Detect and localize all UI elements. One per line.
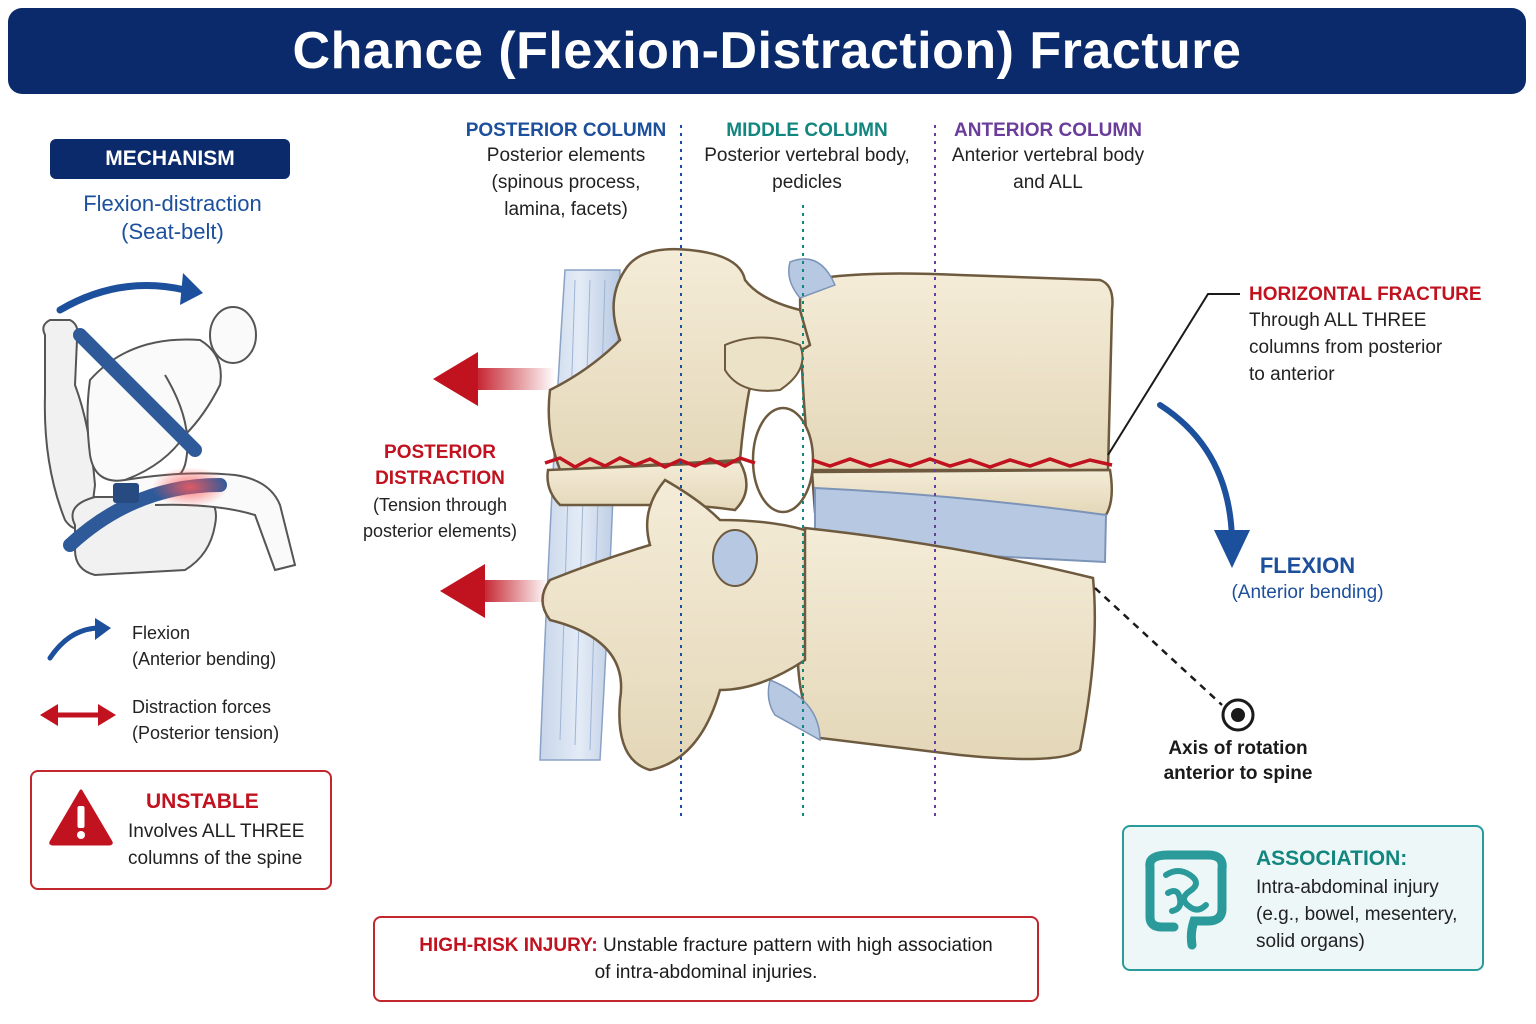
anterior-column-l1: Anterior vertebral body (951, 145, 1145, 166)
distraction-arrow-icon (40, 704, 116, 726)
high-risk-callout: HIGH-RISK INJURY: Unstable fracture patt… (373, 916, 1039, 1002)
posterior-column-l3: lamina, facets) (504, 199, 628, 220)
horizontal-fracture-label: HORIZONTAL FRACTURE Through ALL THREE co… (1249, 283, 1482, 388)
axis-l1: Axis of rotation (1168, 738, 1308, 759)
posterior-column-l1: Posterior elements (486, 145, 646, 166)
posterior-distraction-arrow-upper (433, 352, 555, 406)
posterior-distraction-arrow-lower (440, 564, 548, 618)
anterior-column-head: ANTERIOR COLUMN (954, 120, 1142, 141)
posterior-column-block: POSTERIOR COLUMN Posterior elements (spi… (450, 120, 682, 223)
association-l1: Intra-abdominal injury (1256, 877, 1439, 898)
middle-column-l2: pedicles (772, 172, 842, 193)
legend-distraction-line1: Distraction forces (132, 697, 272, 717)
horizontal-fracture-l1: Through ALL THREE (1249, 310, 1427, 331)
intestine-icon (1145, 850, 1227, 950)
right-annotations (1094, 293, 1255, 732)
mechanism-header-label: MECHANISM (105, 147, 235, 170)
unstable-line1: Involves ALL THREE (128, 821, 305, 842)
posterior-distraction-head1: POSTERIOR (384, 442, 496, 463)
flexion-head: FLEXION (1259, 553, 1356, 578)
flexion-label: FLEXION (Anterior bending) (1215, 552, 1400, 606)
anterior-column-block: ANTERIOR COLUMN Anterior vertebral body … (940, 120, 1156, 196)
high-risk-text1: Unstable fracture pattern with high asso… (602, 935, 993, 956)
horizontal-fracture-l2: columns from posterior (1249, 337, 1443, 358)
mechanism-type-line2: (Seat-belt) (121, 219, 224, 244)
association-head: ASSOCIATION: (1256, 847, 1408, 870)
middle-column-head: MIDDLE COLUMN (726, 120, 888, 141)
flexion-sub: (Anterior bending) (1231, 582, 1384, 603)
horizontal-fracture-head: HORIZONTAL FRACTURE (1249, 284, 1482, 305)
posterior-column-head: POSTERIOR COLUMN (465, 120, 667, 141)
legend-flexion-line1: Flexion (132, 623, 191, 643)
title-bar: Chance (Flexion-Distraction) Fracture (8, 8, 1526, 94)
horizontal-fracture-l3: to anterior (1249, 364, 1335, 385)
page-title: Chance (Flexion-Distraction) Fracture (292, 22, 1242, 80)
mechanism-header: MECHANISM (50, 139, 290, 179)
association-callout: ASSOCIATION: Intra-abdominal injury (e.g… (1122, 825, 1484, 971)
legend-flexion-arrow-icon (47, 618, 111, 661)
unstable-desc: Involves ALL THREE columns of the spine (128, 818, 304, 872)
mechanism-type: Flexion-distraction (Seat-belt) (40, 190, 305, 246)
flexion-arrow-icon (56, 282, 189, 314)
posterior-distraction-head2: DISTRACTION (375, 468, 505, 489)
posterior-distraction-l1: (Tension through (372, 495, 508, 515)
axis-l2: anterior to spine (1163, 763, 1313, 784)
flexion-curve-arrow-icon (1157, 402, 1235, 543)
unstable-title: UNSTABLE (146, 790, 259, 813)
mechanism-type-line1: Flexion-distraction (83, 191, 262, 216)
seatbelt-figure-illustration (42, 273, 297, 577)
association-desc: Intra-abdominal injury (e.g., bowel, mes… (1256, 874, 1457, 955)
association-l2: (e.g., bowel, mesentery, (1256, 904, 1458, 925)
anterior-column-l2: and ALL (1013, 172, 1083, 193)
association-l3: solid organs) (1256, 931, 1365, 952)
legend-flexion-text: Flexion (Anterior bending) (132, 620, 276, 672)
posterior-column-l2: (spinous process, (491, 172, 641, 193)
warning-icon (49, 789, 113, 846)
unstable-line2: columns of the spine (128, 848, 303, 869)
legend-distraction-text: Distraction forces (Posterior tension) (132, 694, 279, 746)
legend-flexion-line2: (Anterior bending) (132, 649, 277, 669)
vertebra-illustration (433, 125, 1114, 820)
posterior-distraction-l2: posterior elements) (362, 521, 518, 541)
axis-target-icon (1221, 698, 1255, 732)
high-risk-label: HIGH-RISK INJURY: (419, 935, 598, 956)
middle-column-block: MIDDLE COLUMN Posterior vertebral body, … (688, 120, 926, 196)
axis-of-rotation-label: Axis of rotation anterior to spine (1140, 736, 1336, 786)
high-risk-text2: of intra-abdominal injuries. (594, 962, 818, 983)
middle-column-l1: Posterior vertebral body, (704, 145, 910, 166)
posterior-distraction-label: POSTERIOR DISTRACTION (Tension through p… (345, 440, 535, 544)
legend-distraction-line2: (Posterior tension) (132, 723, 280, 743)
unstable-callout: UNSTABLE Involves ALL THREE columns of t… (30, 770, 332, 890)
